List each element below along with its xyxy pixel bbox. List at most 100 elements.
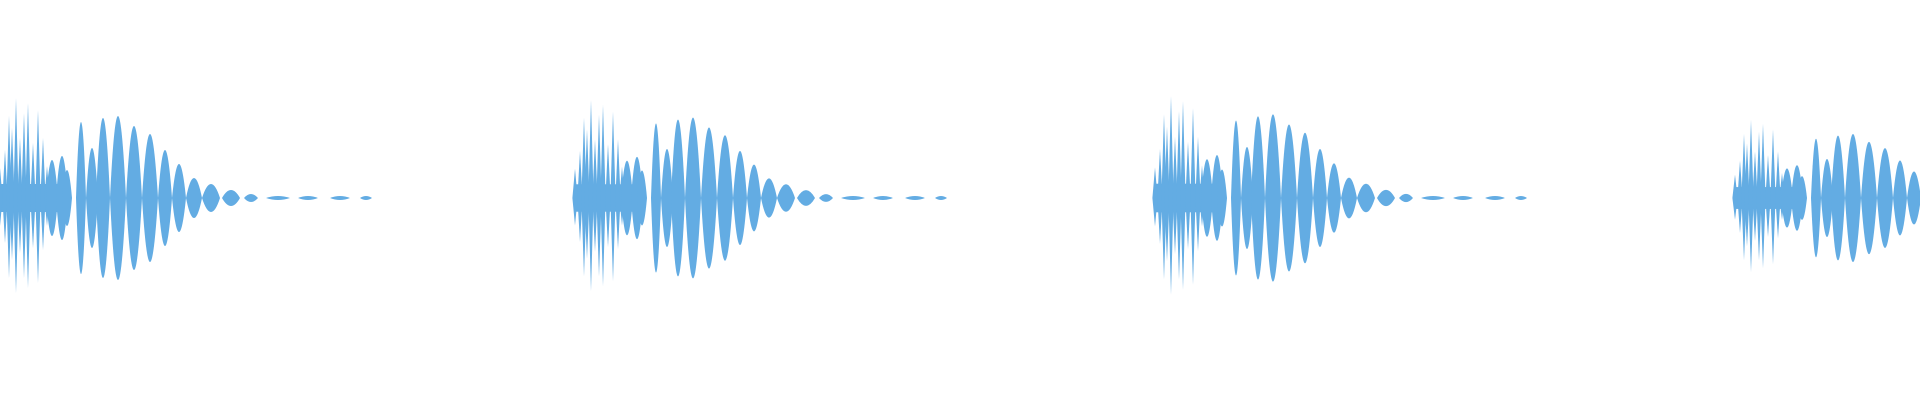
waveform-spike [588, 100, 594, 292]
waveform-lobe [1811, 138, 1821, 258]
waveform-lobe [330, 196, 350, 200]
waveform-lobe [1313, 149, 1327, 247]
waveform-lobe [1821, 159, 1833, 237]
waveform-spike [9, 128, 15, 260]
waveform-spike [1748, 120, 1754, 273]
waveform-lobe [1893, 160, 1907, 236]
waveform-spike [25, 103, 31, 288]
waveform-lobe [244, 194, 258, 202]
waveform-spike [577, 150, 583, 243]
waveform-burst-3 [1152, 96, 1527, 295]
waveform-lobe [1201, 159, 1213, 237]
waveform-lobe [747, 164, 761, 232]
waveform-burst-2 [572, 100, 947, 292]
waveform-spike [572, 168, 578, 226]
waveform-lobe [761, 178, 777, 218]
waveform-lobe [935, 196, 947, 200]
waveform-spike [1760, 123, 1766, 269]
waveform-spike [596, 114, 602, 277]
waveform-spike [17, 138, 23, 253]
waveform-spike [35, 110, 41, 283]
waveform-burst-4 [1732, 120, 1920, 273]
waveform-spike [1756, 131, 1762, 261]
waveform-spike [1732, 174, 1738, 220]
waveform-lobe [797, 190, 815, 206]
waveform-spike [1168, 96, 1174, 295]
waveform-lobe [360, 196, 372, 200]
waveform-spike [21, 113, 27, 278]
waveform-spike [1172, 136, 1178, 255]
waveform-spike [1752, 151, 1758, 241]
waveform-lobe [1421, 195, 1445, 201]
waveform-spike [1775, 151, 1781, 239]
waveform-spike [1195, 136, 1201, 252]
waveform-lobe [621, 160, 633, 236]
waveform-lobe [1341, 177, 1357, 219]
waveform-lobe [1357, 183, 1375, 213]
waveform-lobe [1281, 124, 1297, 272]
waveform-spike [1164, 126, 1170, 262]
waveform-spike [13, 98, 19, 293]
waveform-lobe [1877, 148, 1893, 248]
waveform-lobe [1845, 134, 1861, 262]
waveform-lobe [126, 126, 142, 270]
waveform-spike [1744, 143, 1750, 247]
waveform-lobe [1241, 147, 1253, 249]
waveform-lobe [1231, 120, 1241, 276]
waveform-lobe [298, 196, 318, 200]
waveform-lobe [202, 184, 220, 212]
waveform-lobe [841, 196, 865, 200]
waveform-lobe [266, 196, 290, 200]
waveform-lobe [46, 160, 58, 236]
waveform-spike [30, 143, 36, 248]
waveform-spike [592, 139, 598, 252]
waveform-spike [600, 104, 606, 287]
waveform-spike [1176, 111, 1182, 280]
waveform-spike [1770, 129, 1776, 265]
waveform-lobe [873, 196, 893, 200]
waveform-lobe [1265, 114, 1281, 282]
waveform-lobe [1377, 189, 1395, 207]
waveform-lobe [1217, 169, 1227, 227]
waveform-lobe [671, 119, 685, 277]
waveform-lobe [186, 178, 202, 218]
waveform-lobe [1251, 116, 1265, 280]
waveform-spike [1741, 134, 1747, 261]
waveform-spike [1161, 114, 1167, 280]
waveform-lobe [1781, 168, 1793, 228]
waveform-lobe [110, 116, 126, 280]
waveform-lobe [1297, 132, 1313, 264]
waveform-lobe [819, 194, 833, 202]
waveform-spike [581, 117, 587, 277]
waveform-lobe [1907, 171, 1920, 225]
waveform-lobe [1399, 193, 1413, 203]
waveform-lobe [685, 117, 701, 279]
waveform-spike [1180, 101, 1186, 290]
waveform-lobe [1327, 163, 1341, 233]
waveform-lobe [717, 135, 733, 261]
waveform-lobe [62, 170, 72, 226]
waveform-lobe [222, 190, 240, 206]
waveform-lobe [86, 148, 98, 248]
waveform-lobe [1485, 195, 1505, 201]
waveform-lobe [637, 170, 647, 226]
waveform-lobe [142, 134, 158, 262]
waveform-lobe [661, 149, 673, 247]
waveform-lobe [651, 123, 661, 273]
waveform-lobe [1797, 176, 1807, 220]
waveform-burst-1 [0, 98, 372, 293]
waveform-spike [1185, 141, 1191, 249]
waveform-spike [1737, 160, 1743, 234]
waveform-lobe [1515, 195, 1527, 201]
waveform-spike [610, 111, 616, 282]
waveform-lobe [777, 184, 795, 212]
waveform-lobe [76, 122, 86, 274]
waveform-lobe [1831, 135, 1845, 261]
waveform-spike [1152, 167, 1158, 227]
waveform-spike [584, 129, 590, 259]
waveform-lobe [1861, 141, 1877, 255]
waveform-lobe [905, 196, 925, 200]
waveform-lobe [96, 118, 110, 278]
